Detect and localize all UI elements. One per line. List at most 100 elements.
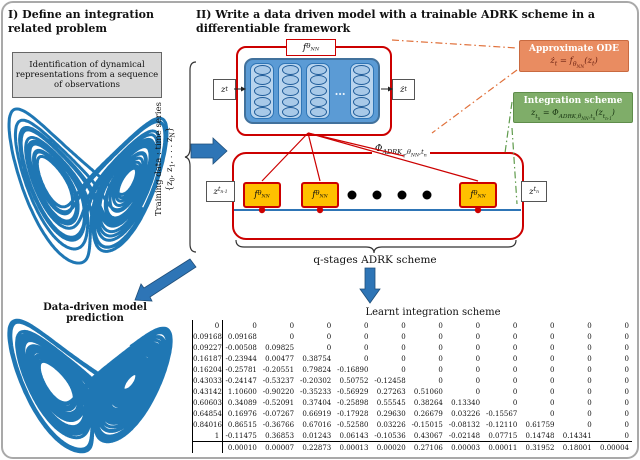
tableau-cell: 0: [438, 354, 443, 363]
tableau-cell: 0.14748: [525, 431, 555, 440]
tableau-cell: 0.66919: [302, 409, 332, 418]
integration-scheme-title: Integration scheme: [523, 96, 623, 106]
panel-i-title: I) Define an integration related problem: [8, 8, 154, 35]
tableau-cell: 0: [587, 365, 592, 374]
integration-scheme-equation: ztn = ΦADRK,θNN,tn(ztn-1): [531, 108, 615, 121]
nn-ellipsis: …: [334, 84, 346, 98]
tableau-cell: 0.13340: [451, 398, 481, 407]
tableau-cell: 0.34089: [227, 398, 257, 407]
tableau-cell: 0: [401, 321, 406, 330]
tableau-cell: 0: [550, 409, 555, 418]
neuron-node: [281, 85, 299, 96]
tableau-cell: 0.06143: [339, 431, 369, 440]
neural-network: …: [244, 58, 380, 124]
neuron-node: [253, 85, 271, 96]
training-data-label-line2: {z0, z1, . . . zN}: [165, 126, 177, 192]
tableau-cell: 0: [252, 321, 257, 330]
tableau-cell: 0.00004: [594, 441, 632, 453]
tableau-cell: 0: [512, 376, 518, 385]
tableau-cell: 0.09168: [227, 332, 257, 341]
tableau-cell: -0.12458: [374, 376, 406, 385]
tableau-cell: 0: [550, 365, 555, 374]
tableau-cell: 0: [550, 332, 555, 341]
tableau-cell: 0: [326, 332, 332, 341]
tableau-cell: 0.03226: [376, 420, 406, 429]
tableau-cell: 0: [550, 398, 555, 407]
tableau-cell: 0.60603: [192, 397, 224, 408]
neuron-node: [353, 64, 371, 75]
tableau-cell: 0.37404: [302, 398, 332, 407]
tableau-cell: 0: [475, 387, 481, 396]
neuron-node: [281, 64, 299, 75]
tableau-cell: 0: [326, 321, 332, 330]
neuron-node: [309, 107, 327, 118]
tableau-cell: 0: [475, 332, 481, 341]
tableau-cell: 0: [475, 343, 481, 352]
neuron-node: [353, 107, 371, 118]
tableau-cell: 0: [624, 376, 629, 385]
tableau-cell: 0.61759: [525, 420, 555, 429]
tableau-cell: -0.08132: [448, 420, 481, 429]
tableau-cell: 0: [364, 354, 369, 363]
tableau-cell: 0.16187: [192, 353, 224, 364]
tableau-cell: 0: [550, 354, 555, 363]
tableau-cell: 0: [587, 354, 592, 363]
tableau-cell: 0: [624, 332, 629, 341]
tableau-cell: 0: [550, 343, 555, 352]
tableau-cell: 0.14341: [562, 431, 592, 440]
tableau-cell: 0: [401, 354, 406, 363]
tableau-cell: -0.17928: [337, 409, 369, 418]
tableau-cell: -0.25781: [225, 365, 257, 374]
tableau-cell: 0: [438, 332, 443, 341]
tableau-cell: 0: [438, 376, 443, 385]
tableau-cell: 0.84016: [192, 419, 224, 430]
tableau-cell: -0.36766: [262, 420, 295, 429]
tableau-cell: 0: [587, 321, 592, 330]
prediction-attractor-plot: [7, 318, 173, 454]
tableau-cell: [192, 441, 224, 453]
tableau-cell: 0: [624, 409, 629, 418]
tableau-cell: 0: [192, 320, 224, 331]
tableau-cell: -0.07267: [262, 409, 295, 418]
tableau-cell: 0: [438, 365, 443, 374]
tableau-cell: 0: [401, 365, 406, 374]
tableau-cell: 0.07715: [488, 431, 518, 440]
tableau-cell: -0.23944: [225, 354, 257, 363]
tableau-cell: 0: [326, 343, 332, 352]
integration-scheme-callout: Integration scheme ztn = ΦADRK,θNN,tn(zt…: [513, 92, 633, 123]
neuron-node: [309, 64, 327, 75]
tableau-cell: 0.38264: [413, 398, 443, 407]
tableau-cell: 0.18001: [557, 441, 595, 453]
tableau-cell: 0: [364, 321, 369, 330]
tableau-cell: 0: [512, 365, 518, 374]
tableau-cell: -0.20551: [262, 365, 295, 374]
approximate-ode-equation: żt = fθNN(zt): [550, 56, 598, 70]
tableau-cell: 0: [475, 354, 481, 363]
neuron-node: [253, 64, 271, 75]
training-data-label: Training data : time series {z0, z1, . .…: [154, 56, 180, 262]
training-data-label-line1: Training data : time series: [154, 101, 164, 217]
tableau-cell: 0: [289, 321, 295, 330]
tableau-cell: -0.16890: [337, 365, 369, 374]
tableau-cell: 1.10600: [227, 387, 257, 396]
neuron-node: [309, 85, 327, 96]
tableau-cell: 0: [624, 343, 629, 352]
tableau-cell: 0: [289, 332, 295, 341]
tableau-cell: -0.24147: [225, 376, 257, 385]
tableau-cell: 0.67016: [302, 420, 332, 429]
tableau-cell: 0: [624, 398, 629, 407]
tableau-cell: -0.53237: [262, 376, 295, 385]
neuron-node: [353, 75, 371, 86]
approximate-ode-title: Approximate ODE: [529, 44, 619, 54]
tableau-cell: 0: [550, 387, 555, 396]
tableau-cell: 0: [624, 431, 629, 440]
